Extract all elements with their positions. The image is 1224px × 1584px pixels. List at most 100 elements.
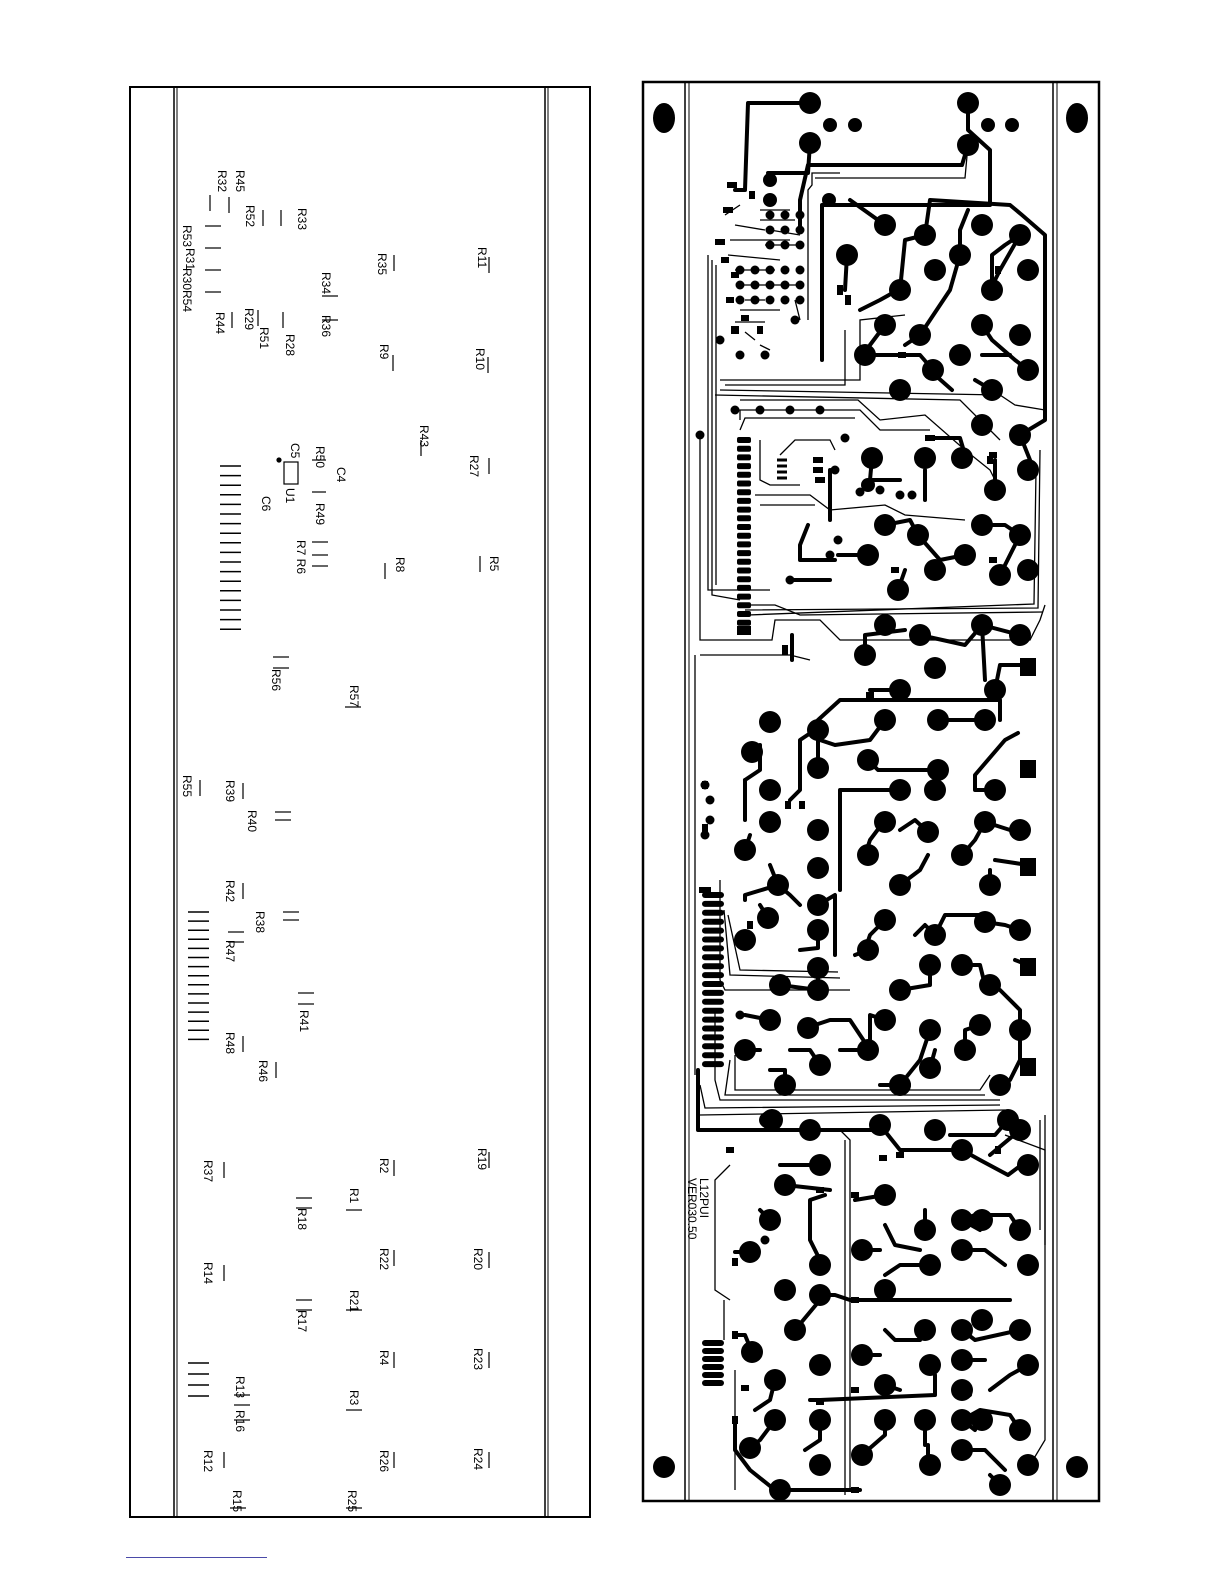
ic-pin bbox=[737, 611, 751, 617]
tht-pad bbox=[984, 479, 1006, 501]
signal-trace bbox=[735, 225, 765, 230]
copper-trace bbox=[820, 1295, 1010, 1300]
copper-trace bbox=[920, 625, 1020, 645]
copper-trace bbox=[880, 1125, 960, 1150]
smd-pad bbox=[837, 285, 843, 295]
tht-pad bbox=[974, 811, 996, 833]
tht-pad bbox=[924, 259, 946, 281]
tht-pad bbox=[774, 1279, 796, 1301]
connector-pin bbox=[702, 1034, 724, 1040]
tht-pad bbox=[887, 579, 909, 601]
small-pad bbox=[766, 281, 775, 290]
ref-label: R57 bbox=[347, 685, 361, 707]
ic-outline bbox=[284, 462, 298, 484]
connector-pin bbox=[702, 954, 724, 960]
via-pad bbox=[1005, 118, 1019, 132]
tht-pad bbox=[1017, 1154, 1039, 1176]
smd-pad bbox=[702, 824, 708, 832]
smd-pad bbox=[995, 266, 1001, 274]
ref-label: R42 bbox=[223, 880, 237, 902]
smd-pad bbox=[732, 1331, 738, 1339]
ref-label: R35 bbox=[375, 253, 389, 275]
tht-pad bbox=[797, 1017, 819, 1039]
smd-pad bbox=[813, 457, 823, 463]
connector-pin-rows bbox=[188, 466, 241, 1396]
ref-label: R12 bbox=[201, 1450, 215, 1472]
smd-pad bbox=[896, 1152, 904, 1158]
tht-pad bbox=[914, 1319, 936, 1341]
tht-pad bbox=[1017, 1254, 1039, 1276]
smd-pad bbox=[731, 272, 739, 278]
ref-label: R51 bbox=[257, 327, 271, 349]
small-pad bbox=[766, 226, 775, 235]
smd-pad bbox=[726, 297, 734, 303]
smd-pad bbox=[757, 326, 763, 334]
tht-pad bbox=[949, 344, 971, 366]
smd-pad bbox=[813, 467, 823, 473]
connector-pin bbox=[702, 1356, 724, 1362]
tht-pad bbox=[874, 1409, 896, 1431]
ref-label: R28 bbox=[283, 334, 297, 356]
ref-label: R47 bbox=[223, 940, 237, 962]
connector-pin bbox=[702, 963, 724, 969]
smd-pad bbox=[898, 352, 906, 358]
tht-pad bbox=[854, 344, 876, 366]
ref-label: R4 bbox=[377, 1350, 391, 1366]
ref-label: R8 bbox=[393, 557, 407, 573]
connector-pin bbox=[702, 1008, 724, 1014]
tht-pad bbox=[889, 279, 911, 301]
tht-pad bbox=[741, 741, 763, 763]
tht-pad bbox=[857, 1039, 879, 1061]
small-pad bbox=[796, 211, 805, 220]
ref-label: R46 bbox=[256, 1060, 270, 1082]
tht-pad bbox=[874, 314, 896, 336]
tht-pad bbox=[874, 1279, 896, 1301]
tht-pad bbox=[922, 359, 944, 381]
smd-pad bbox=[699, 887, 711, 893]
connector-pin bbox=[702, 1052, 724, 1058]
small-pad bbox=[908, 491, 917, 500]
ic-pin bbox=[737, 489, 751, 495]
connector-pin bbox=[702, 999, 724, 1005]
copper-trace bbox=[810, 1195, 825, 1260]
ref-label: R31 bbox=[183, 248, 197, 270]
footer-rule bbox=[126, 1557, 267, 1558]
tht-pad bbox=[1009, 1119, 1031, 1141]
tht-pad bbox=[809, 1254, 831, 1276]
signal-trace bbox=[740, 418, 855, 430]
ref-label: R1 bbox=[347, 1188, 361, 1204]
tht-pad bbox=[924, 559, 946, 581]
ic-pin bbox=[737, 454, 751, 460]
tht-pad bbox=[989, 1474, 1011, 1496]
ref-label: R15 bbox=[230, 1490, 244, 1512]
ref-label: R19 bbox=[475, 1148, 489, 1170]
smd-pad bbox=[851, 1192, 859, 1198]
tht-pad bbox=[809, 1354, 831, 1376]
small-pad bbox=[781, 266, 790, 275]
oval-pad bbox=[889, 1076, 911, 1094]
tht-pad bbox=[984, 679, 1006, 701]
ref-label: R5 bbox=[487, 556, 501, 572]
ref-label: R13 bbox=[233, 1376, 247, 1398]
connector-pin bbox=[702, 1364, 724, 1370]
small-pad bbox=[751, 296, 760, 305]
tht-pad bbox=[764, 1409, 786, 1431]
ic-pin bbox=[737, 576, 751, 582]
tht-pad bbox=[739, 1241, 761, 1263]
small-pad bbox=[696, 431, 705, 440]
smd-pad bbox=[727, 182, 737, 188]
ic-pin bbox=[737, 594, 751, 600]
smd-pad bbox=[816, 1187, 824, 1193]
ref-label: R18 bbox=[295, 1208, 309, 1230]
tht-pad bbox=[974, 911, 996, 933]
connector-pin bbox=[702, 1043, 724, 1049]
tht-pad bbox=[951, 447, 973, 469]
ref-label: R33 bbox=[295, 208, 309, 230]
tht-pad bbox=[974, 709, 996, 731]
signal-trace bbox=[760, 345, 770, 350]
smd-pad bbox=[777, 459, 787, 462]
smd-pad bbox=[732, 1258, 738, 1266]
tht-pad bbox=[854, 644, 876, 666]
tht-pad bbox=[874, 709, 896, 731]
signal-trace bbox=[735, 1055, 990, 1090]
